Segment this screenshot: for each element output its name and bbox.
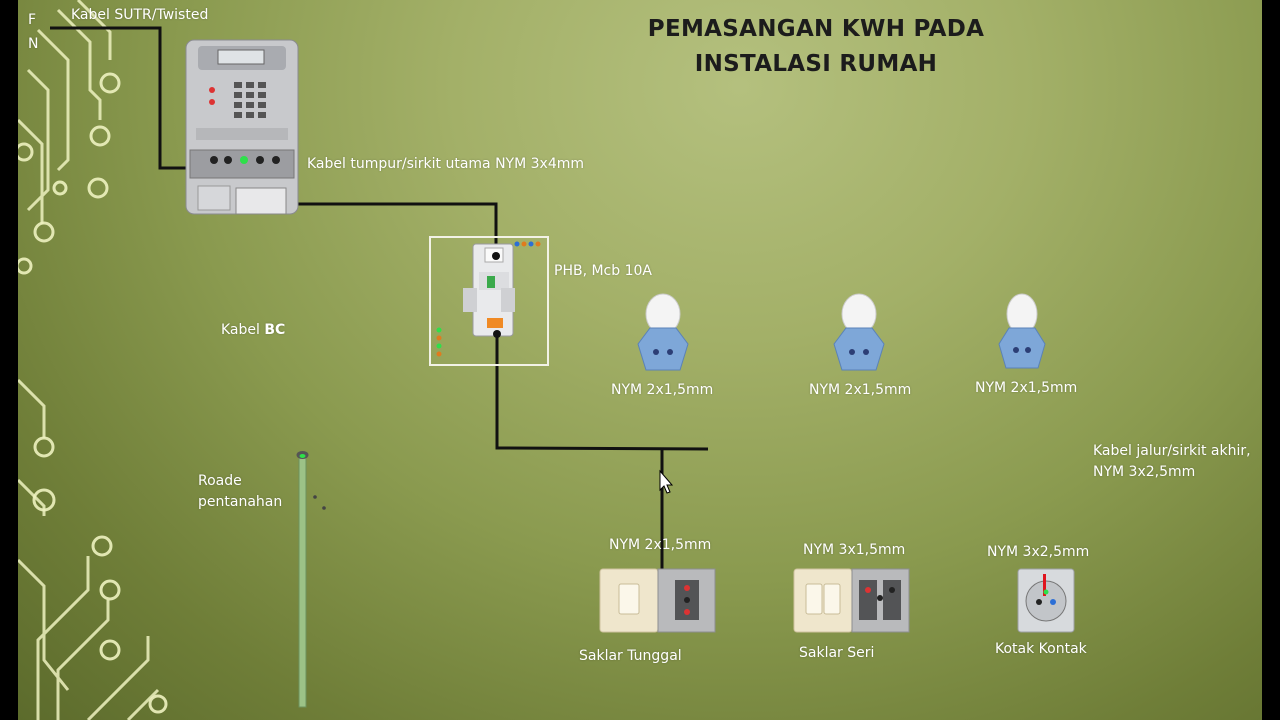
right-letterbox xyxy=(1262,0,1280,720)
kwh-meter xyxy=(185,39,299,215)
lamp-3-cable-label: NYM 2x1,5mm xyxy=(975,380,1078,396)
socket-cable-label: NYM 3x2,5mm xyxy=(987,544,1090,560)
lamp-2-cable-label: NYM 2x1,5mm xyxy=(809,382,912,398)
neutral-label: N xyxy=(28,36,39,52)
lamp-2 xyxy=(833,293,885,371)
circuit-trace-decoration xyxy=(18,0,168,720)
socket-label: Kotak Kontak xyxy=(995,641,1087,657)
switch-series-cable-label: NYM 3x1,5mm xyxy=(803,542,906,558)
final-cable-label-line-2: NYM 3x2,5mm xyxy=(1093,464,1196,480)
switch-series-label: Saklar Seri xyxy=(799,645,875,661)
grounding-rod xyxy=(296,451,326,708)
grounding-label-line-2: pentanahan xyxy=(198,494,283,510)
bc-cable-bold: BC xyxy=(264,322,286,338)
switch-single-cable-label: NYM 2x1,5mm xyxy=(609,537,712,553)
main-cable-wire xyxy=(280,202,498,256)
final-cable-label-line-1: Kabel jalur/sirkit akhir, xyxy=(1093,443,1251,459)
title-line-1: PEMASANGAN KWH PADA xyxy=(647,16,985,42)
diagram-canvas: PEMASANGAN KWH PADA INSTALASI RUMAH F N … xyxy=(18,0,1262,720)
switch-single-label: Saklar Tunggal xyxy=(579,648,682,664)
final-circuit-wire xyxy=(495,334,709,451)
sutr-cable-label: Kabel SUTR/Twisted xyxy=(71,7,209,23)
wall-socket xyxy=(1017,568,1075,633)
bc-cable-label: Kabel BC xyxy=(221,320,285,341)
page-title: PEMASANGAN KWH PADA INSTALASI RUMAH xyxy=(616,12,1016,82)
bc-cable-prefix: Kabel xyxy=(221,322,265,338)
phase-label: F xyxy=(28,12,37,28)
title-line-2: INSTALASI RUMAH xyxy=(694,51,938,77)
lamp-3 xyxy=(998,293,1046,369)
series-switch xyxy=(793,568,910,633)
single-switch xyxy=(599,568,716,633)
phb-label: PHB, Mcb 10A xyxy=(554,263,652,279)
mouse-cursor xyxy=(659,469,674,494)
grounding-label-line-1: Roade xyxy=(198,473,242,489)
main-cable-label: Kabel tumpur/sirkit utama NYM 3x4mm xyxy=(307,156,584,172)
lamp-1-cable-label: NYM 2x1,5mm xyxy=(611,382,714,398)
phb-mcb-box xyxy=(429,236,549,366)
lamp-1 xyxy=(637,293,689,371)
